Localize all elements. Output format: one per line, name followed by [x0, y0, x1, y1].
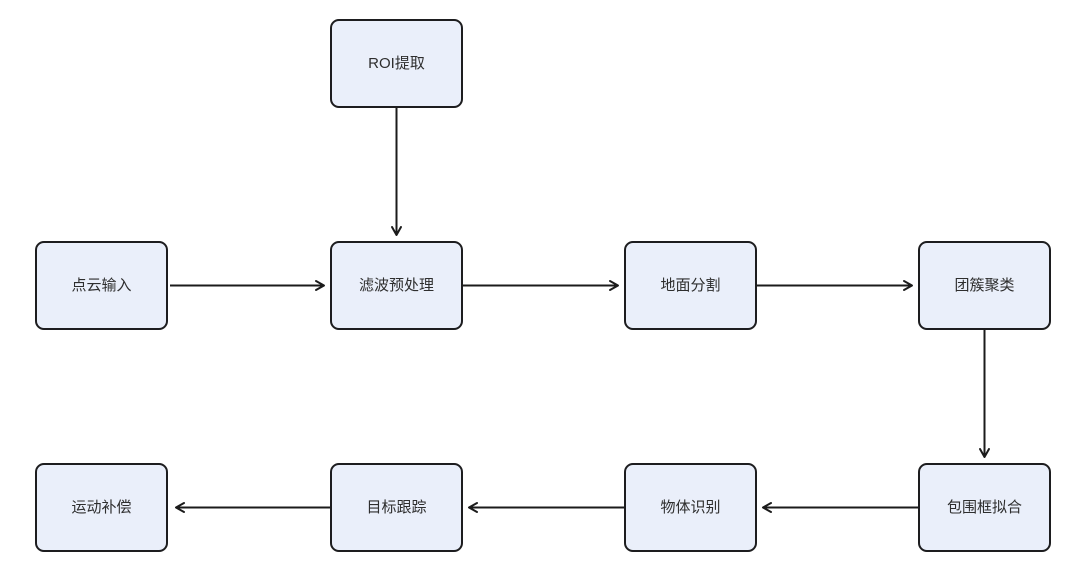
node-motion-compensation[interactable]: 运动补偿	[35, 463, 168, 552]
node-roi-extraction[interactable]: ROI提取	[330, 19, 463, 108]
node-label: 地面分割	[660, 277, 721, 294]
node-label: 运动补偿	[71, 499, 132, 516]
node-ground-segmentation[interactable]: 地面分割	[624, 241, 757, 330]
node-cluster-clustering[interactable]: 团簇聚类	[918, 241, 1051, 330]
node-filter-preprocessing[interactable]: 滤波预处理	[330, 241, 463, 330]
node-label: 物体识别	[660, 499, 721, 516]
node-target-tracking[interactable]: 目标跟踪	[330, 463, 463, 552]
node-bounding-box-fitting[interactable]: 包围框拟合	[918, 463, 1051, 552]
node-object-recognition[interactable]: 物体识别	[624, 463, 757, 552]
node-label: 团簇聚类	[954, 277, 1015, 294]
node-point-cloud-input[interactable]: 点云输入	[35, 241, 168, 330]
node-label: 滤波预处理	[358, 277, 434, 294]
node-label: 目标跟踪	[366, 499, 427, 516]
node-label: ROI提取	[368, 55, 425, 72]
node-label: 点云输入	[71, 277, 132, 294]
node-label: 包围框拟合	[946, 499, 1022, 516]
